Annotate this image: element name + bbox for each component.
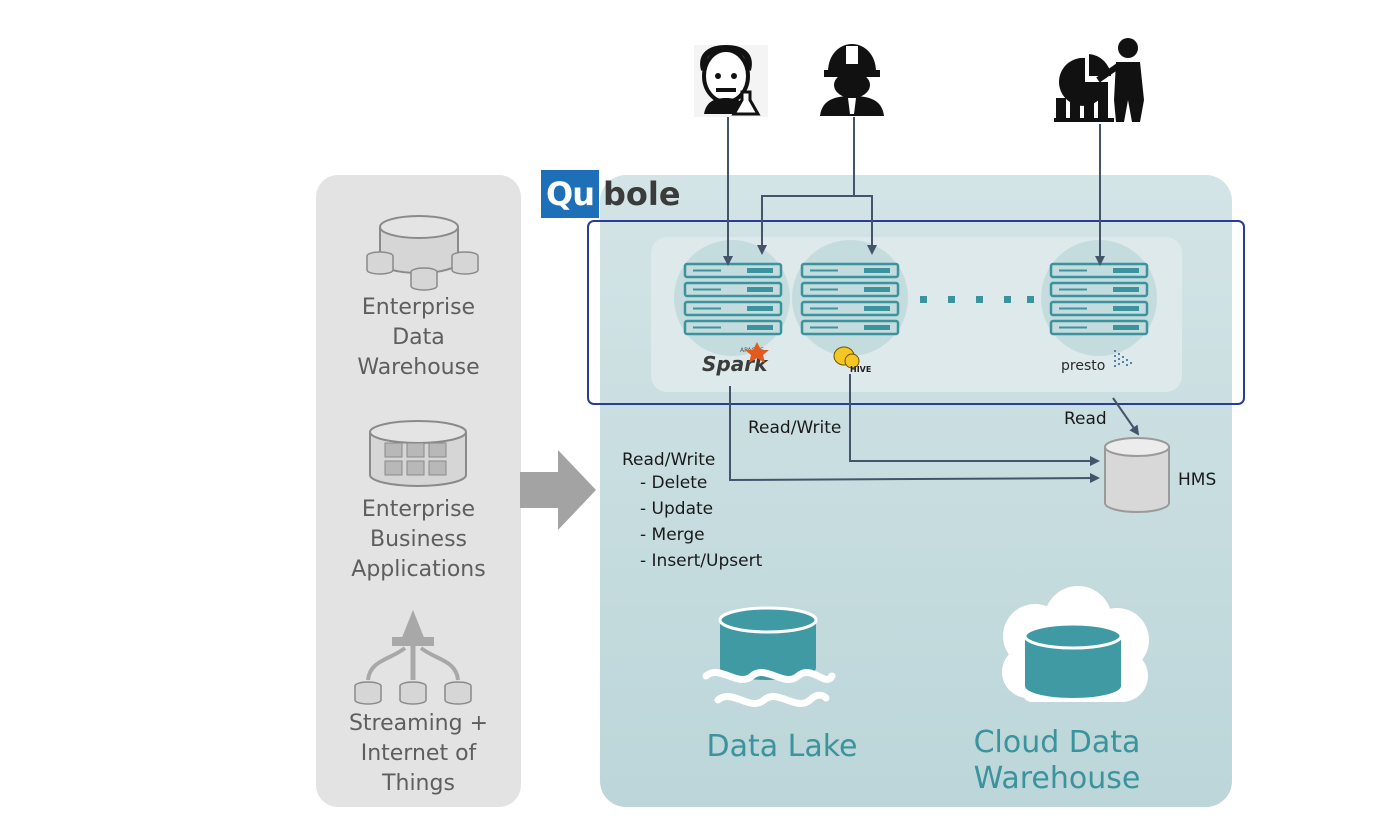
source-label-streaming: Streaming + Internet of Things xyxy=(348,711,489,796)
op-insert-upsert: - Insert/Upsert xyxy=(640,551,763,571)
database-icon xyxy=(366,215,479,291)
engineer-icon xyxy=(820,44,884,116)
app-database-icon xyxy=(369,420,467,487)
data-lake-label: Data Lake xyxy=(706,729,858,764)
flow-arrow xyxy=(520,450,596,530)
spark-read-write-label: Read/Write xyxy=(622,450,716,470)
scientist-icon xyxy=(694,44,768,117)
op-delete: - Delete xyxy=(640,473,708,493)
data-lake-icon xyxy=(702,606,836,707)
svg-text:presto: presto xyxy=(1061,358,1105,374)
presto-logo: presto xyxy=(1061,350,1132,374)
ellipsis-dots xyxy=(920,296,1034,303)
presto-read-label: Read xyxy=(1064,409,1107,429)
hms-database-icon xyxy=(1104,437,1170,513)
hive-read-write-label: Read/Write xyxy=(748,418,842,438)
hms-label: HMS xyxy=(1178,470,1217,490)
op-merge: - Merge xyxy=(640,525,705,545)
cloud-dw-label: Cloud Data Warehouse xyxy=(973,725,1141,796)
analyst-icon xyxy=(1054,38,1144,122)
streaming-icon xyxy=(354,610,472,705)
cluster-boundary xyxy=(587,220,1245,405)
hive-logo: HIVE xyxy=(833,346,871,374)
spark-logo: APACHE Spark xyxy=(702,342,769,376)
svg-text:HIVE: HIVE xyxy=(850,365,871,374)
op-update: - Update xyxy=(640,499,714,519)
source-label-enterprise-apps: Enterprise Business Applications xyxy=(351,497,486,582)
source-label-enterprise-dw: Enterprise Data Warehouse xyxy=(357,295,480,380)
warehouse-database-icon xyxy=(1023,622,1123,698)
